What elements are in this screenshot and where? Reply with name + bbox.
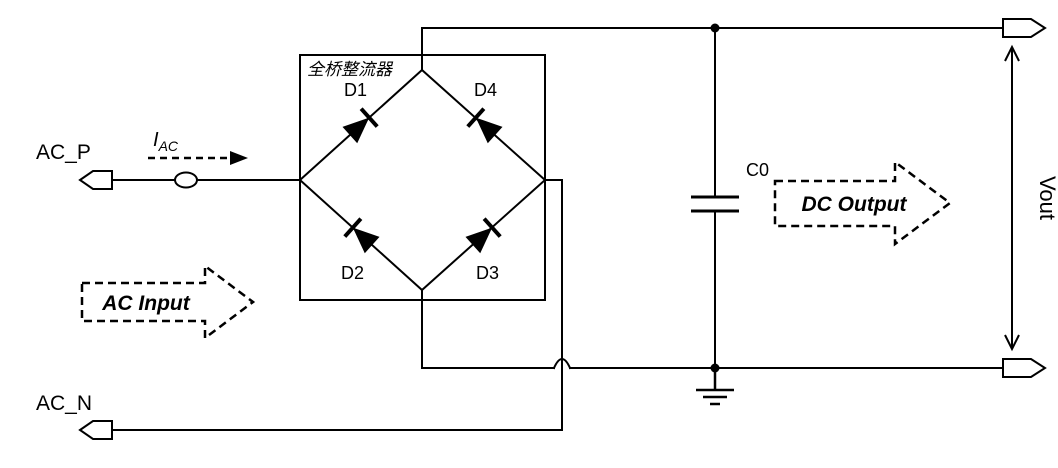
diode-d3 [465,217,502,254]
label-ac-p: AC_P [36,141,91,164]
ac-input-arrow [80,263,256,341]
diode-d4 [466,107,503,144]
diode-d2-label: D2 [341,263,364,283]
diode-d3-triangle [465,227,493,254]
bridge-rectifier-title: 全桥整流器 [307,60,394,79]
vout-dimension [1004,44,1020,352]
diode-d4-label: D4 [474,80,497,100]
diode-d1-triangle [342,117,370,144]
current-probe-ellipse [174,171,198,189]
diode-d3-label: D3 [476,263,499,283]
diode-d2 [343,217,380,254]
vout-arrowhead-top [1004,44,1020,62]
vout-arrowhead-bottom [1004,334,1020,352]
diode-d1-label: D1 [344,80,367,100]
diode-d3-cathode-bar [482,217,502,238]
dc-output-arrow [773,159,953,247]
vout-label: Vout [1035,176,1058,220]
diode-d1-cathode-bar [359,107,379,128]
wire-acn-lead [111,179,563,431]
diode-d2-triangle [352,227,380,254]
ac-input-arrow-label: AC Input [101,292,190,315]
diode-d4-cathode-bar [466,107,486,128]
diode-d1 [342,107,379,144]
diode-d2-cathode-bar [343,217,363,238]
bridge-rectifier-box [299,54,546,301]
label-ac-n: AC_N [36,392,92,415]
dc-output-arrow-label: DC Output [802,193,908,216]
capacitor-c0-label: C0 [746,160,769,180]
wire-crossover-hop [552,358,572,370]
current-arrow-head [230,151,248,165]
port-out-top [1002,18,1047,38]
port-ac-p [78,170,113,190]
diode-d4-triangle [475,117,503,144]
current-label: IAC [153,129,179,154]
junction-dot-top [710,23,720,33]
current-label-main: I [153,129,159,151]
port-out-bottom [1002,358,1047,378]
current-arrow [148,151,248,165]
port-ac-n [78,420,113,440]
ground-symbol [696,368,734,406]
wire-top-rail [421,27,1004,71]
current-label-subscript: AC [158,138,179,154]
bridge-diamond-wires [298,68,547,292]
